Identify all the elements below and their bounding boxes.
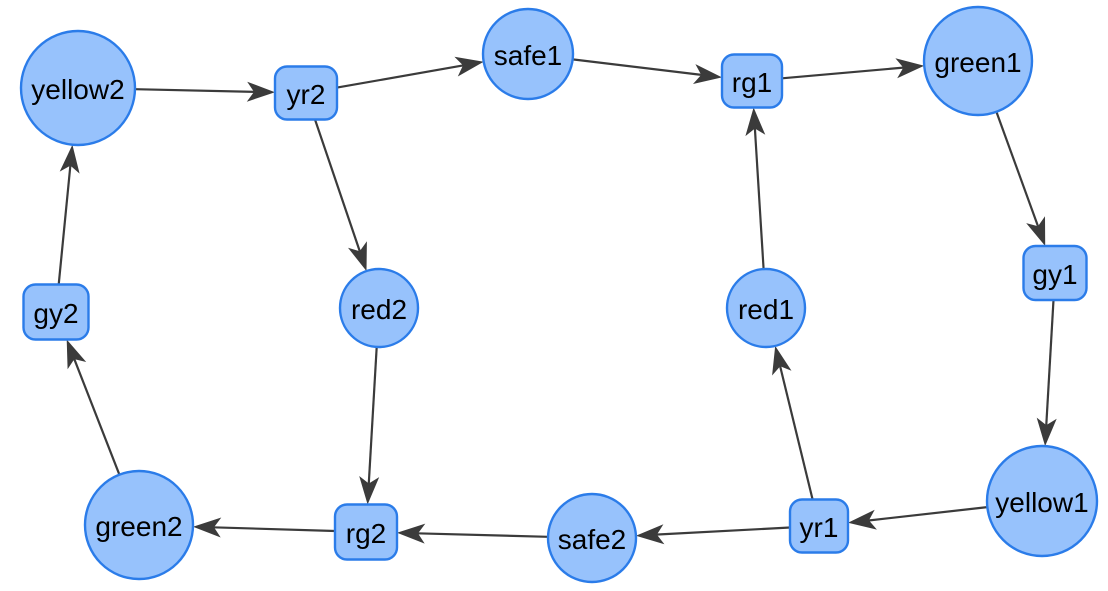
node-label-yellow2: yellow2	[31, 74, 124, 105]
edge-line	[313, 119, 362, 253]
arrowhead-icon	[397, 523, 426, 544]
node-label-red1: red1	[738, 294, 794, 325]
edge-line	[212, 526, 336, 533]
node-red2[interactable]: red2	[338, 267, 420, 349]
node-label-rg1: rg1	[732, 67, 772, 98]
arrowhead-icon	[635, 524, 665, 545]
node-shape-circle[interactable]	[922, 5, 1034, 117]
edge-gy2-yellow2	[57, 144, 80, 285]
node-label-gy2: gy2	[33, 298, 78, 329]
arrowhead-icon	[895, 58, 925, 79]
arrowhead-icon	[359, 476, 380, 505]
node-safe2[interactable]: safe2	[546, 492, 638, 584]
arrowhead-icon	[745, 107, 766, 137]
node-rg1[interactable]: rg1	[720, 53, 784, 109]
node-yr2[interactable]: yr2	[273, 65, 339, 121]
edge-gy1-yellow1	[1036, 299, 1057, 447]
edge-line	[336, 64, 465, 89]
edge-line	[72, 357, 121, 476]
node-shape-box[interactable]	[720, 53, 784, 109]
node-shape-box[interactable]	[273, 65, 339, 121]
arrowhead-icon	[1026, 216, 1046, 246]
edge-line	[867, 506, 988, 522]
edge-line	[367, 346, 378, 485]
edge-red1-rg1	[745, 107, 766, 270]
node-shape-circle[interactable]	[546, 492, 638, 584]
edge-line	[655, 526, 791, 536]
edge-line	[1045, 299, 1055, 427]
node-gy2[interactable]: gy2	[22, 283, 90, 341]
arrowhead-icon	[848, 509, 877, 530]
node-green1[interactable]: green1	[922, 5, 1034, 117]
edge-safe2-rg2	[397, 523, 549, 544]
edge-yr2-safe1	[336, 56, 484, 89]
edge-line	[781, 66, 905, 80]
arrowhead-icon	[454, 56, 484, 77]
edge-yr2-red2	[313, 119, 367, 272]
node-label-safe2: safe2	[558, 524, 627, 555]
arrowhead-icon	[348, 241, 367, 272]
arrowhead-icon	[66, 339, 87, 370]
node-shape-circle[interactable]	[985, 444, 1099, 558]
arrowhead-icon	[772, 345, 792, 376]
node-shape-circle[interactable]	[725, 267, 807, 349]
arrowhead-icon	[1036, 417, 1057, 447]
edge-yellow2-yr2	[134, 81, 275, 102]
node-shape-circle[interactable]	[19, 29, 137, 147]
edge-green1-gy1	[995, 111, 1046, 246]
node-label-green2: green2	[95, 511, 182, 542]
edge-yellow1-yr1	[848, 506, 988, 530]
node-label-yr2: yr2	[287, 79, 326, 110]
edge-red2-rg2	[359, 346, 380, 505]
edge-line	[778, 364, 814, 500]
node-shape-circle[interactable]	[83, 469, 195, 581]
edge-green2-gy2	[66, 339, 121, 476]
node-shape-circle[interactable]	[338, 267, 420, 349]
node-label-yellow1: yellow1	[995, 487, 1088, 518]
node-green2[interactable]: green2	[83, 469, 195, 581]
edge-line	[416, 532, 549, 538]
node-safe1[interactable]: safe1	[481, 7, 575, 101]
edge-yr1-safe2	[635, 524, 791, 545]
node-shape-box[interactable]	[333, 503, 399, 561]
arrowhead-icon	[693, 64, 722, 84]
node-label-green1: green1	[934, 47, 1021, 78]
edge-rg1-green1	[781, 58, 925, 80]
edge-rg2-green2	[193, 517, 336, 538]
arrowhead-icon	[246, 81, 275, 102]
edge-layer	[57, 56, 1057, 545]
node-rg2[interactable]: rg2	[333, 503, 399, 561]
node-yellow2[interactable]: yellow2	[19, 29, 137, 147]
node-shape-box[interactable]	[22, 283, 90, 341]
node-gy1[interactable]: gy1	[1022, 244, 1088, 302]
node-red1[interactable]: red1	[725, 267, 807, 349]
node-shape-circle[interactable]	[481, 7, 575, 101]
node-label-yr1: yr1	[800, 512, 839, 543]
edge-yr1-red1	[772, 345, 814, 500]
edge-line	[995, 111, 1040, 228]
arrowhead-icon	[59, 144, 80, 174]
node-label-red2: red2	[351, 294, 407, 325]
node-label-safe1: safe1	[494, 40, 563, 71]
edge-safe1-rg1	[572, 58, 722, 84]
edge-line	[572, 58, 703, 77]
node-label-rg2: rg2	[346, 518, 386, 549]
edge-line	[753, 127, 765, 270]
node-layer: yellow2 yr2 safe1 rg1 green1 gy1 yellow1 yr1 red…	[19, 5, 1099, 584]
node-shape-box[interactable]	[788, 498, 850, 554]
edge-line	[57, 164, 72, 285]
node-yellow1[interactable]: yellow1	[985, 444, 1099, 558]
edge-line	[134, 88, 256, 93]
node-shape-box[interactable]	[1022, 244, 1088, 302]
arrowhead-icon	[193, 517, 222, 538]
node-label-gy1: gy1	[1032, 259, 1077, 290]
node-yr1[interactable]: yr1	[788, 498, 850, 554]
